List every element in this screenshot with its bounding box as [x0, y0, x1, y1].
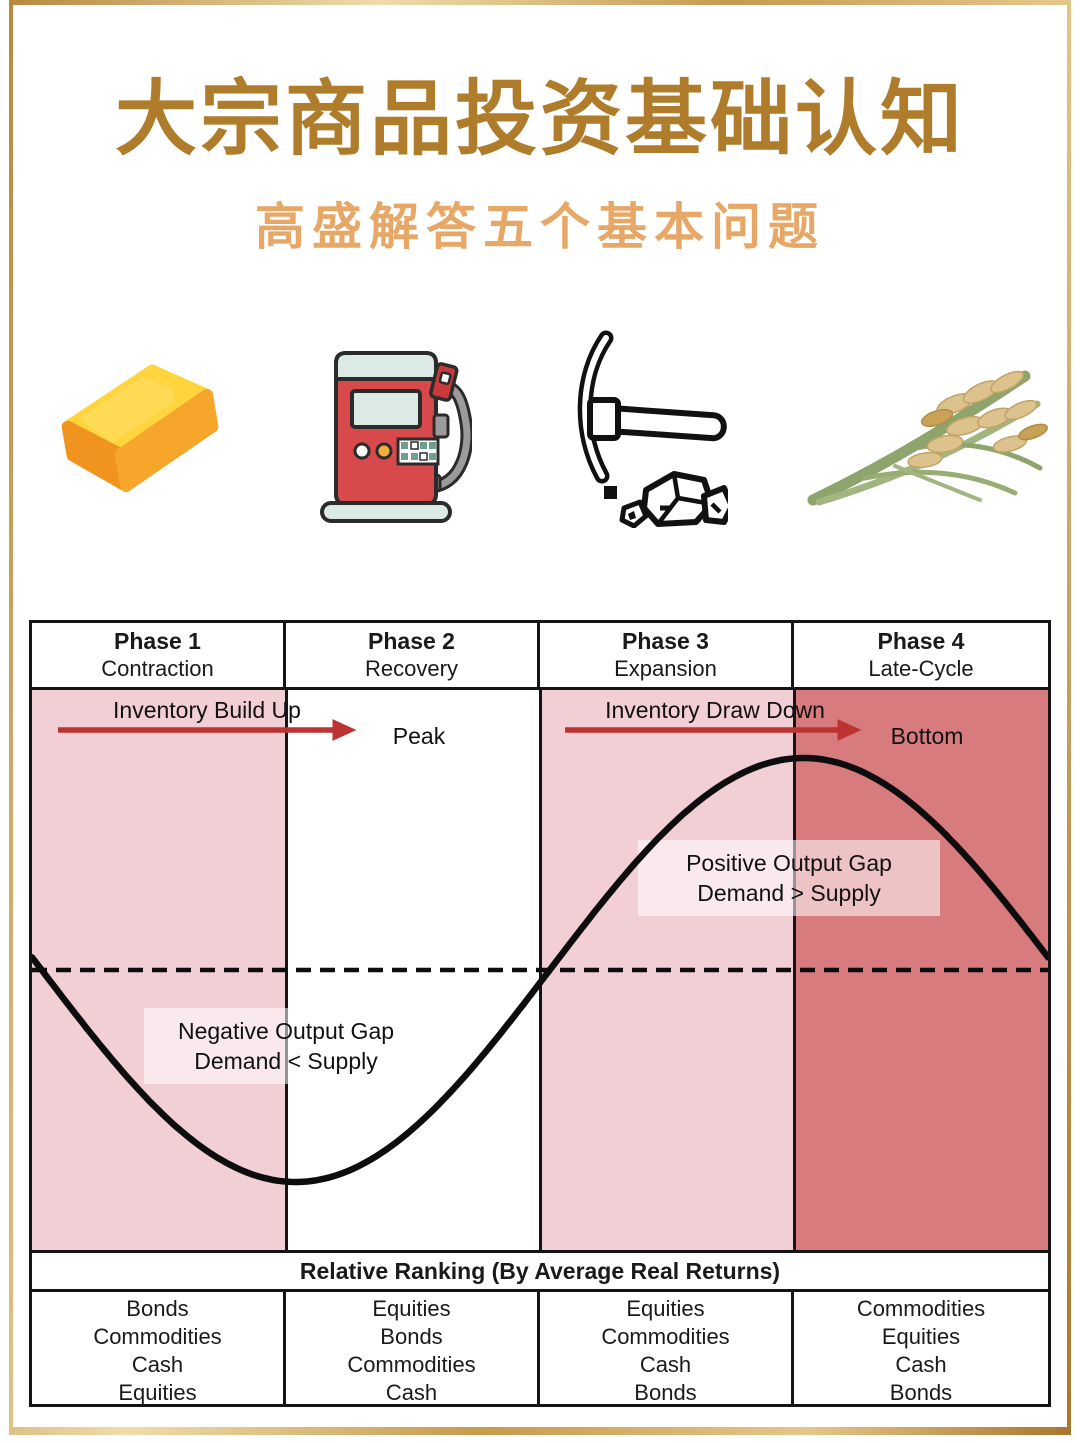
ranking-row: Bonds Commodities Cash Equities Equities… — [32, 1292, 1048, 1407]
inventory-build-up-label: Inventory Build Up — [113, 697, 301, 723]
cycle-chart: Phase 1 Contraction Phase 2 Recovery Pha… — [29, 620, 1051, 1407]
negative-gap-line1: Negative Output Gap — [177, 1018, 395, 1044]
phase-4-name: Late-Cycle — [868, 656, 974, 681]
ranking-item: Cash — [385, 1380, 438, 1405]
phase-1-title: Phase 1 — [114, 628, 201, 654]
phase-4-band — [794, 690, 1048, 1250]
ranking-item: Commodities — [856, 1296, 986, 1321]
phase-3-header: Phase 3 Expansion — [540, 623, 794, 687]
phase-3-title: Phase 3 — [622, 628, 709, 654]
phase-divider-1 — [285, 690, 288, 1250]
ranking-item: Commodities — [347, 1352, 476, 1377]
phase-divider-3 — [793, 690, 796, 1250]
phase-2-ranking: Equities Bonds Commodities Cash — [286, 1292, 540, 1407]
rice-plant-icon — [807, 370, 1048, 505]
phase-1-band — [32, 690, 286, 1250]
cycle-plot-area: Inventory Build Up Peak Inventory Draw D… — [32, 690, 1048, 1250]
fuel-pump-icon — [319, 350, 472, 523]
phase-1-name: Contraction — [101, 656, 214, 681]
gold-bar-icon — [61, 364, 219, 492]
ranking-item: Equities — [372, 1296, 451, 1321]
positive-gap-line1: Positive Output Gap — [686, 850, 892, 876]
ranking-item: Bonds — [126, 1296, 189, 1321]
phase-3-name: Expansion — [614, 656, 717, 681]
commodity-icons-row — [30, 325, 1050, 530]
positive-output-gap-label: Positive Output Gap Demand > Supply — [638, 840, 940, 916]
ranking-item: Equities — [881, 1324, 961, 1349]
inventory-draw-down-label: Inventory Draw Down — [605, 697, 825, 723]
ranking-item: Equities — [626, 1296, 705, 1321]
phase-4-title: Phase 4 — [877, 628, 965, 654]
phase-2-title: Phase 2 — [368, 628, 455, 654]
pickaxe-icon — [578, 330, 729, 528]
ranking-item: Cash — [895, 1352, 947, 1377]
phase-4-header: Phase 4 Late-Cycle — [794, 623, 1048, 687]
ranking-item: Bonds — [634, 1380, 697, 1405]
ranking-item: Commodities — [93, 1324, 222, 1349]
bottom-label: Bottom — [890, 723, 964, 749]
ranking-item: Equities — [118, 1380, 197, 1405]
phase-1-ranking: Bonds Commodities Cash Equities — [32, 1292, 286, 1407]
phase-3-ranking: Equities Commodities Cash Bonds — [540, 1292, 794, 1407]
peak-label: Peak — [392, 723, 446, 749]
positive-gap-line2: Demand > Supply — [697, 880, 881, 906]
phase-divider-2 — [539, 690, 542, 1250]
phase-3-band — [540, 690, 794, 1250]
ranking-item: Cash — [131, 1352, 184, 1377]
page-title: 大宗商品投资基础认知 — [114, 74, 965, 165]
ranking-item: Bonds — [889, 1380, 953, 1405]
ranking-item: Commodities — [601, 1324, 730, 1349]
negative-output-gap-label: Negative Output Gap Demand < Supply — [144, 1008, 428, 1084]
phase-2-band — [286, 690, 540, 1250]
page-subtitle: 高盛解答五个基本问题 — [255, 199, 825, 255]
ranking-item: Cash — [639, 1352, 692, 1377]
phase-2-name: Recovery — [365, 656, 458, 681]
ranking-item: Bonds — [380, 1324, 443, 1349]
phase-header-row: Phase 1 Contraction Phase 2 Recovery Pha… — [32, 623, 1048, 690]
ranking-title: Relative Ranking (By Average Real Return… — [32, 1250, 1048, 1292]
phase-1-header: Phase 1 Contraction — [32, 623, 286, 687]
phase-4-ranking: Commodities Equities Cash Bonds — [794, 1292, 1048, 1407]
phase-2-header: Phase 2 Recovery — [286, 623, 540, 687]
negative-gap-line2: Demand < Supply — [194, 1048, 378, 1074]
